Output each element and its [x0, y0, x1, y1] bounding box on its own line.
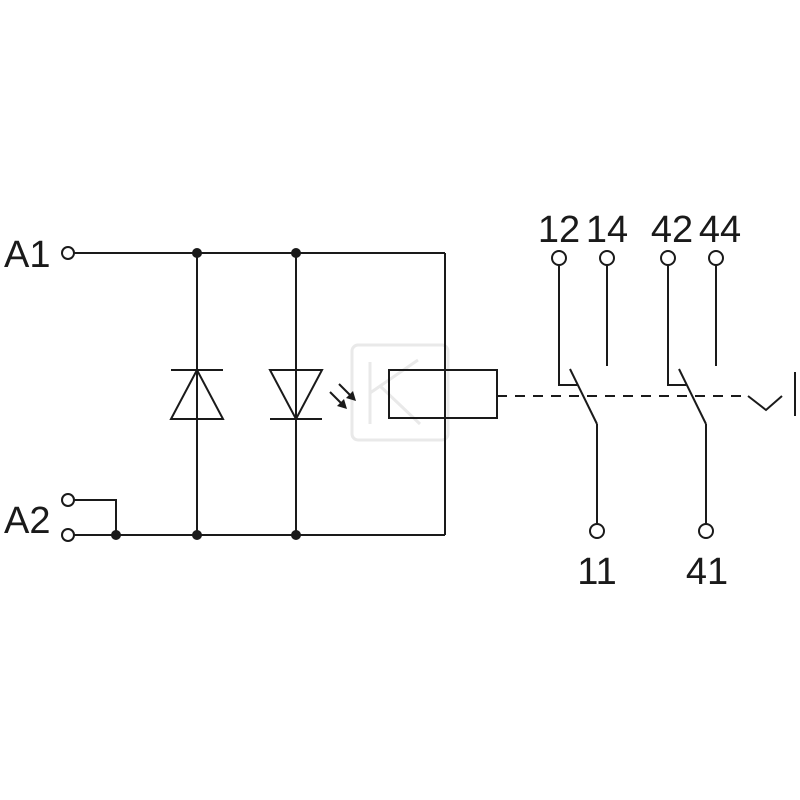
terminal-14-circle — [599, 250, 615, 266]
terminal-label-11: 11 — [577, 551, 616, 593]
terminal-label-41: 41 — [686, 551, 728, 593]
brand-logo-watermark — [350, 343, 450, 442]
terminal-41-circle — [698, 523, 714, 539]
dashed-actuator-link — [497, 372, 796, 416]
terminal-label-12: 12 — [538, 209, 580, 251]
terminal-44-circle — [708, 250, 724, 266]
junction-dot — [111, 530, 121, 540]
terminal-label-42: 42 — [651, 209, 693, 251]
contact-set-4 — [660, 250, 724, 539]
contact-set-1 — [551, 250, 615, 539]
terminal-label-a2: A2 — [4, 500, 50, 542]
terminal-label-a1: A1 — [4, 234, 50, 276]
terminal-label-14: 14 — [586, 209, 628, 251]
junction-dot — [291, 530, 301, 540]
junction-dot — [291, 248, 301, 258]
terminal-42-circle — [660, 250, 676, 266]
terminal-a2-lower-circle — [61, 528, 75, 542]
led-symbol — [268, 360, 324, 430]
diode-symbol — [169, 360, 225, 430]
terminal-a1-circle — [61, 246, 75, 260]
terminal-a2-upper-circle — [61, 493, 75, 507]
junction-dot — [192, 530, 202, 540]
terminal-label-44: 44 — [699, 209, 741, 251]
terminal-12-circle — [551, 250, 567, 266]
coil-symbol — [388, 369, 498, 419]
light-emission-arrows-icon — [329, 383, 356, 409]
terminal-11-circle — [589, 523, 605, 539]
junction-dot — [192, 248, 202, 258]
